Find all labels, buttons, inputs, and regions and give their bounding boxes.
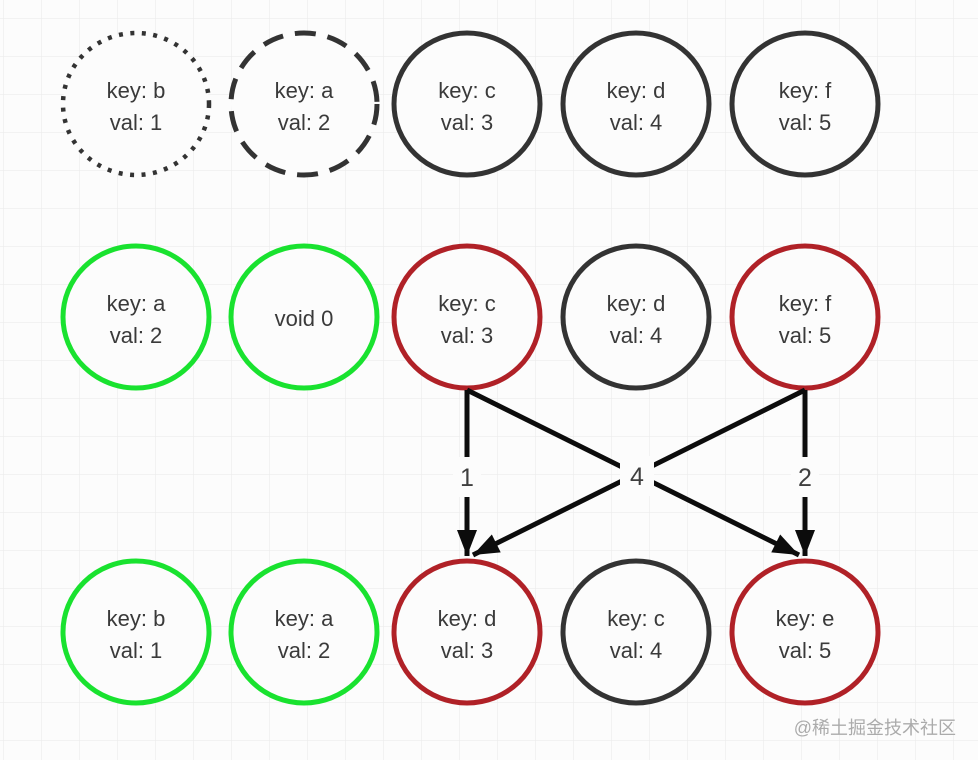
middle-node-c: key: c val: 3 [391, 243, 543, 391]
node-circle [560, 30, 712, 178]
node-key-label: key: e [776, 606, 835, 631]
middle-node-void: void 0 [228, 243, 380, 391]
node-circle-red [729, 243, 881, 391]
node-val-label: val: 1 [110, 638, 163, 663]
node-circle-red [729, 558, 881, 706]
bottom-node-d: key: d val: 3 [391, 558, 543, 706]
node-circle [560, 558, 712, 706]
node-circle-dotted [60, 30, 212, 178]
top-node-a: key: a val: 2 [228, 30, 380, 178]
watermark-text: @稀土掘金技术社区 [794, 718, 956, 738]
top-node-d: key: d val: 4 [560, 30, 712, 178]
node-circle-green [60, 243, 212, 391]
top-node-f: key: f val: 5 [729, 30, 881, 178]
node-key-label: key: d [607, 291, 666, 316]
node-circle [560, 243, 712, 391]
edge-label-right: 2 [798, 464, 812, 492]
node-circle [729, 30, 881, 178]
node-val-label: val: 4 [610, 638, 663, 663]
bottom-node-c: key: c val: 4 [560, 558, 712, 706]
node-val-label: val: 3 [441, 110, 494, 135]
node-val-label: val: 3 [441, 323, 494, 348]
edge-label-cross: 4 [630, 463, 644, 491]
node-circle-green [228, 243, 380, 391]
node-key-label: key: c [438, 291, 495, 316]
middle-node-a: key: a val: 2 [60, 243, 212, 391]
node-key-label: key: d [607, 78, 666, 103]
node-circle-green [228, 558, 380, 706]
node-key-label: key: f [779, 291, 832, 316]
bottom-node-b: key: b val: 1 [60, 558, 212, 706]
middle-node-f: key: f val: 5 [729, 243, 881, 391]
top-node-c: key: c val: 3 [391, 30, 543, 178]
node-val-label: val: 5 [779, 323, 832, 348]
node-circle-red [391, 558, 543, 706]
bottom-node-e: key: e val: 5 [729, 558, 881, 706]
node-key-label: key: a [107, 291, 166, 316]
bottom-node-a: key: a val: 2 [228, 558, 380, 706]
edge-label-patch [453, 457, 481, 497]
node-val-label: val: 5 [779, 638, 832, 663]
top-node-b: key: b val: 1 [60, 30, 212, 178]
node-val-label: val: 3 [441, 638, 494, 663]
node-val-label: val: 1 [110, 110, 163, 135]
node-circle-dashed [228, 30, 380, 178]
node-key-label: key: b [107, 606, 166, 631]
edge-label-patch [791, 457, 819, 497]
node-key-label: key: a [275, 606, 334, 631]
node-key-label: key: f [779, 78, 832, 103]
node-circle-green [60, 558, 212, 706]
node-circle [391, 30, 543, 178]
node-void-label: void 0 [275, 306, 334, 331]
node-key-label: key: d [438, 606, 497, 631]
node-key-label: key: b [107, 78, 166, 103]
node-key-label: key: c [438, 78, 495, 103]
node-key-label: key: c [607, 606, 664, 631]
edge-label-patch [620, 456, 654, 496]
node-val-label: val: 2 [110, 323, 163, 348]
edge-label-left: 1 [460, 464, 474, 492]
node-val-label: val: 4 [610, 323, 663, 348]
node-val-label: val: 5 [779, 110, 832, 135]
middle-node-d: key: d val: 4 [560, 243, 712, 391]
node-val-label: val: 2 [278, 638, 331, 663]
node-circle-red [391, 243, 543, 391]
node-val-label: val: 2 [278, 110, 331, 135]
node-val-label: val: 4 [610, 110, 663, 135]
node-key-label: key: a [275, 78, 334, 103]
